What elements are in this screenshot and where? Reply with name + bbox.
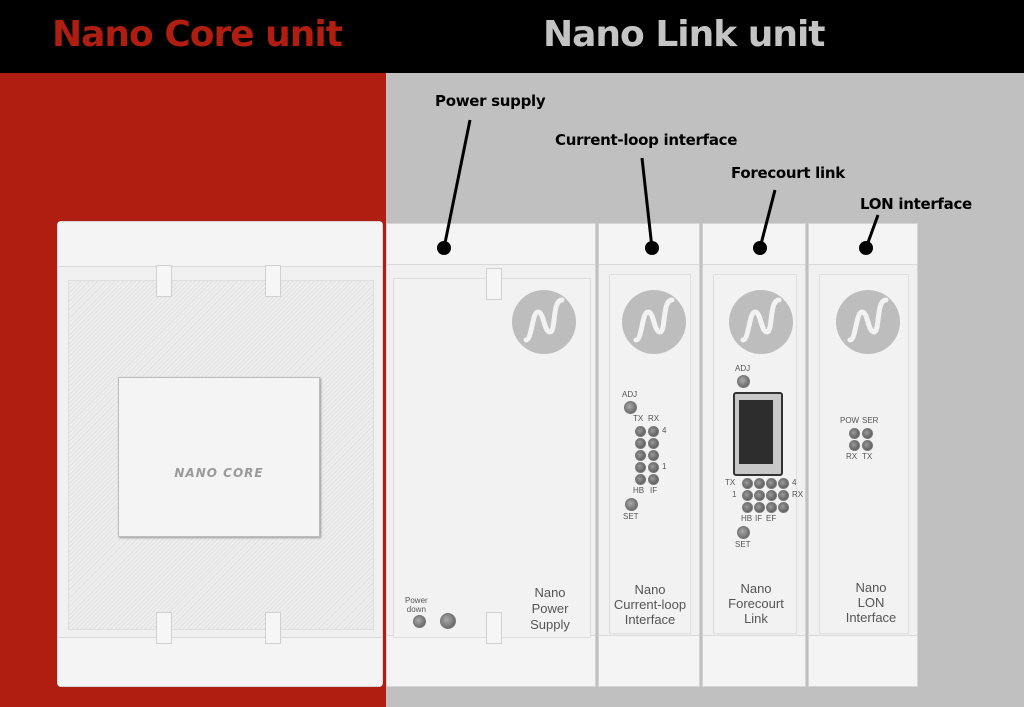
core-clip-bottom-left	[156, 612, 172, 644]
power-down-button[interactable]	[413, 615, 426, 628]
current-loop-label: Nano Current-loop Interface	[613, 582, 687, 627]
fc-led	[754, 478, 765, 489]
fc-led	[742, 490, 753, 501]
fc-led	[778, 478, 789, 489]
cl-led	[635, 450, 646, 461]
lon-pow-label: POW	[840, 416, 860, 425]
fc-hb-label: HB	[741, 514, 753, 523]
ps-clip-top	[486, 268, 502, 300]
callout-dot-lon	[859, 241, 873, 255]
nano-logo-icon	[729, 290, 793, 354]
fc-tx-label: TX	[725, 478, 736, 487]
fc-led	[778, 502, 789, 513]
cl-num-top: 4	[662, 426, 667, 435]
cl-led	[635, 426, 646, 437]
power-indicator-led	[440, 613, 456, 629]
power-supply-label: Nano Power Supply	[530, 585, 570, 632]
cl-adj-knob[interactable]	[624, 401, 637, 414]
callout-dot-power-supply	[437, 241, 451, 255]
cl-if-label: IF	[650, 486, 658, 495]
ethernet-port[interactable]	[733, 392, 783, 476]
cl-set-label: SET	[623, 512, 639, 521]
power-down-label: Power down	[405, 596, 428, 614]
callout-dot-forecourt	[753, 241, 767, 255]
fc-adj-label: ADJ	[735, 364, 751, 373]
forecourt-label: Nano Forecourt Link	[728, 581, 784, 626]
core-window: NANO CORE	[118, 377, 320, 537]
header-bar: Nano Core unit Nano Link unit	[0, 0, 1024, 73]
ps-clip-bottom	[486, 612, 502, 644]
fc-led	[742, 478, 753, 489]
cl-led	[635, 438, 646, 449]
cl-num-bottom: 1	[662, 462, 667, 471]
fc-bottom-rail	[703, 635, 805, 686]
core-top-rail	[58, 222, 382, 267]
lon-label: Nano LON Interface	[845, 580, 897, 625]
power-supply-module	[386, 223, 596, 687]
lon-module	[808, 223, 918, 687]
nano-logo-icon	[512, 290, 576, 354]
fc-adj-knob[interactable]	[737, 375, 750, 388]
fc-ef-label: EF	[766, 514, 777, 523]
lon-bottom-rail	[809, 635, 917, 686]
lon-ser-label: SER	[862, 416, 879, 425]
core-clip-bottom-right	[265, 612, 281, 644]
cl-hb-label: HB	[633, 486, 645, 495]
fc-led	[754, 490, 765, 501]
core-clip-top-right	[265, 265, 281, 297]
ps-top-rail	[387, 224, 595, 265]
lon-led-pow	[849, 428, 860, 439]
fc-led	[754, 502, 765, 513]
fc-top-rail	[703, 224, 805, 265]
lon-rx-label: RX	[846, 452, 858, 461]
cl-set-button[interactable]	[625, 498, 638, 511]
fc-set-button[interactable]	[737, 526, 750, 539]
core-clip-top-left	[156, 265, 172, 297]
nano-link-title: Nano Link unit	[543, 14, 826, 55]
fc-num-top: 4	[792, 478, 797, 487]
cl-led	[648, 426, 659, 437]
nano-core-title: Nano Core unit	[52, 14, 343, 55]
lon-led-rx	[849, 440, 860, 451]
cl-led	[635, 462, 646, 473]
cl-led	[648, 450, 659, 461]
lon-led-ser	[862, 428, 873, 439]
nano-logo-icon	[836, 290, 900, 354]
ethernet-port-inner	[739, 400, 773, 464]
callout-power-supply: Power supply	[435, 92, 546, 110]
cl-bottom-rail	[599, 635, 699, 686]
fc-led	[778, 490, 789, 501]
lon-led-tx	[862, 440, 873, 451]
fc-led	[766, 478, 777, 489]
lon-tx-label: TX	[862, 452, 873, 461]
callout-dot-current-loop	[645, 241, 659, 255]
cl-rx-label: RX	[648, 414, 660, 423]
cl-led	[635, 474, 646, 485]
core-bottom-rail	[58, 637, 382, 686]
callout-lon-interface: LON interface	[860, 195, 972, 213]
callout-forecourt-link: Forecourt link	[731, 164, 845, 182]
fc-led	[766, 490, 777, 501]
cl-led	[648, 474, 659, 485]
fc-set-label: SET	[735, 540, 751, 549]
fc-led	[766, 502, 777, 513]
fc-num-bottom: 1	[732, 490, 737, 499]
cl-led	[648, 462, 659, 473]
cl-tx-label: TX	[633, 414, 644, 423]
nano-core-logo-text: NANO CORE	[174, 466, 264, 480]
fc-if-label: IF	[755, 514, 763, 523]
fc-led	[742, 502, 753, 513]
fc-rx-label: RX	[792, 490, 804, 499]
callout-current-loop: Current-loop interface	[555, 131, 738, 149]
cl-adj-label: ADJ	[622, 390, 638, 399]
cl-led	[648, 438, 659, 449]
nano-logo-icon	[622, 290, 686, 354]
